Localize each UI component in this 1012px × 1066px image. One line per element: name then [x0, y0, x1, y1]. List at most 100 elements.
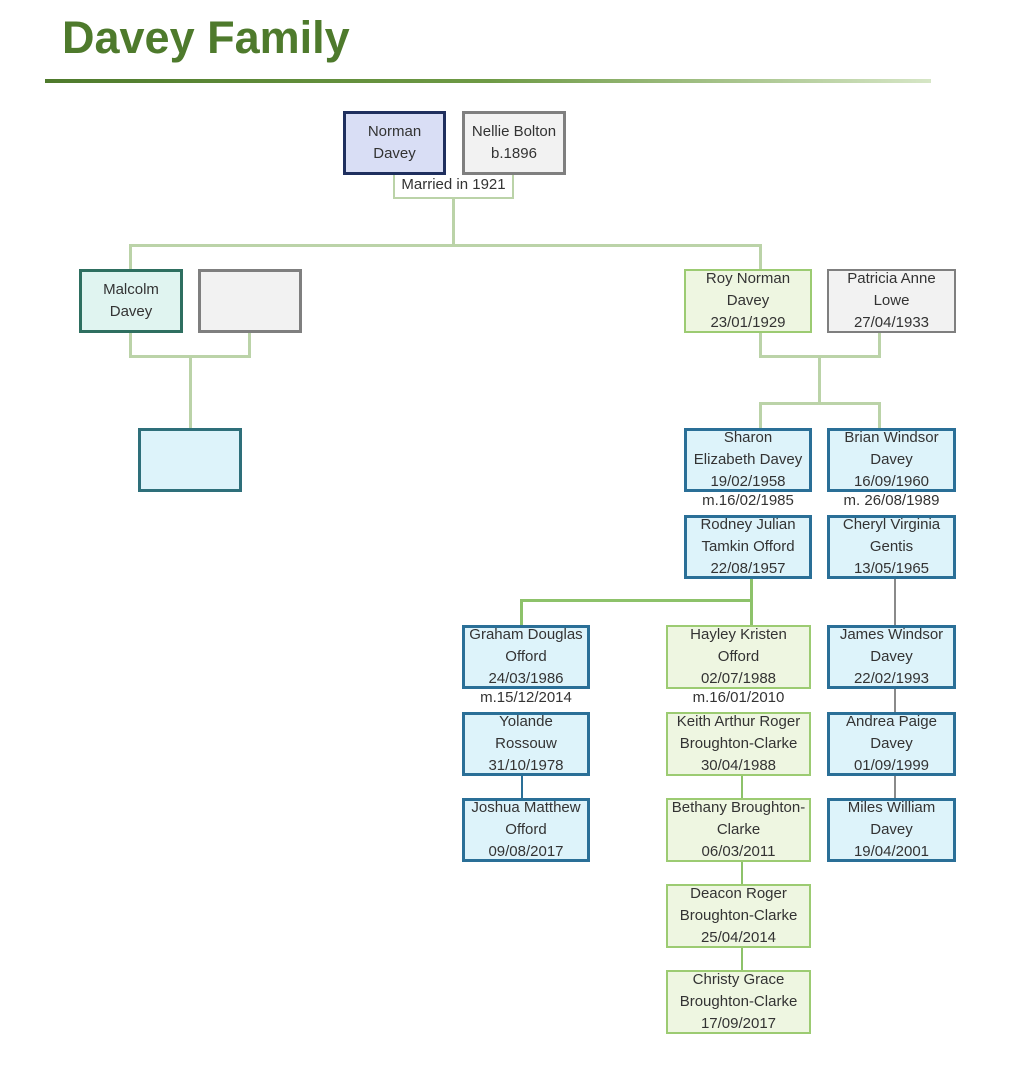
person-name: Davey [870, 648, 913, 665]
person-birth: 22/08/1957 [710, 560, 786, 577]
marriage-label: m.16/02/1985 [702, 492, 794, 509]
person-name: Patricia Anne [847, 270, 936, 287]
marriage-label: m.16/01/2010 [692, 689, 785, 706]
person-nellie-bolton[interactable]: Nellie Bolton b.1896 [462, 111, 566, 175]
person-name: Davey [109, 303, 153, 320]
person-name: Yolande [499, 713, 553, 730]
person-name: Clarke [716, 821, 761, 838]
person-name: James Windsor [839, 626, 944, 643]
person-name: Deacon Roger [690, 885, 787, 902]
person-birth: 02/07/1988 [700, 670, 777, 687]
person-name: Rossouw [495, 735, 557, 752]
person-birth: 16/09/1960 [853, 473, 930, 490]
person-birth: 09/08/2017 [488, 843, 564, 860]
connector-line [759, 244, 762, 270]
person-birth: 01/09/1999 [853, 757, 930, 774]
person-name: Offord [505, 648, 547, 665]
connector-line [741, 947, 743, 971]
person-birth: 23/01/1929 [710, 314, 786, 331]
person-joshua-offord[interactable]: Joshua Matthew Offord 09/08/2017 [462, 798, 590, 862]
person-name: Keith Arthur Roger [676, 713, 801, 730]
person-birth: 31/10/1978 [488, 757, 564, 774]
person-brian-davey[interactable]: Brian Windsor Davey 16/09/1960 [827, 428, 956, 492]
person-name: Brian Windsor [844, 429, 939, 446]
person-andrea-davey[interactable]: Andrea Paige Davey 01/09/1999 [827, 712, 956, 776]
person-name: Offord [505, 821, 547, 838]
person-bethany-broughton-clarke[interactable]: Bethany Broughton- Clarke 06/03/2011 [666, 798, 811, 862]
person-name: Tamkin Offord [701, 538, 795, 555]
connector-line [129, 244, 762, 247]
person-malcolm-davey[interactable]: Malcolm Davey [79, 269, 183, 333]
person-name: Broughton-Clarke [679, 993, 798, 1010]
person-norman-davey[interactable]: Norman Davey [343, 111, 446, 175]
person-name: Gentis [869, 538, 914, 555]
person-name: Davey [373, 145, 416, 162]
person-name: Rodney Julian [700, 516, 796, 533]
person-birth: 13/05/1965 [853, 560, 930, 577]
person-keith-broughton-clarke[interactable]: Keith Arthur Roger Broughton-Clarke 30/0… [666, 712, 811, 776]
person-name: Graham Douglas [469, 626, 583, 643]
connector-line [894, 578, 896, 626]
marriage-label: Married in 1921 [393, 175, 514, 199]
person-birth: 22/02/1993 [853, 670, 930, 687]
person-patricia-lowe[interactable]: Patricia Anne Lowe 27/04/1933 [827, 269, 956, 333]
person-empty-child[interactable] [138, 428, 242, 492]
connector-line [520, 599, 523, 626]
person-birth: b.1896 [491, 145, 537, 162]
person-name: Broughton-Clarke [679, 735, 798, 752]
person-rodney-offord[interactable]: Rodney Julian Tamkin Offord 22/08/1957 [684, 515, 812, 579]
connector-line [759, 332, 762, 357]
marriage-label: m. 26/08/1989 [843, 492, 940, 509]
connector-line [129, 244, 132, 270]
person-name: Cheryl Virginia [842, 516, 941, 533]
connector-line [750, 578, 753, 626]
person-birth: 27/04/1933 [853, 314, 930, 331]
connector-line [759, 402, 881, 405]
person-deacon-broughton-clarke[interactable]: Deacon Roger Broughton-Clarke 25/04/2014 [666, 884, 811, 948]
person-name: Christy Grace [692, 971, 785, 988]
person-name: Lowe [873, 292, 910, 309]
person-birth: 17/09/2017 [700, 1015, 777, 1032]
person-roy-davey[interactable]: Roy Norman Davey 23/01/1929 [684, 269, 812, 333]
connector-line [878, 332, 881, 357]
person-cheryl-gentis[interactable]: Cheryl Virginia Gentis 13/05/1965 [827, 515, 956, 579]
person-name: Nellie Bolton [471, 123, 557, 140]
person-christy-broughton-clarke[interactable]: Christy Grace Broughton-Clarke 17/09/201… [666, 970, 811, 1034]
connector-line [759, 402, 762, 429]
person-name: Bethany Broughton- [671, 799, 806, 816]
person-name: Sharon [723, 429, 773, 446]
connector-line [818, 355, 821, 404]
connector-line [189, 355, 192, 429]
person-name: Davey [726, 292, 770, 309]
person-hayley-offord[interactable]: Hayley Kristen Offord 02/07/1988 [666, 625, 811, 689]
connector-line [129, 332, 132, 357]
person-sharon-davey[interactable]: Sharon Elizabeth Davey 19/02/1958 [684, 428, 812, 492]
connector-line [894, 775, 896, 799]
person-name: Norman [367, 123, 422, 140]
person-name: Joshua Matthew [471, 799, 581, 816]
person-name: Davey [870, 451, 913, 468]
person-name: Hayley Kristen [690, 626, 787, 643]
person-birth: 25/04/2014 [700, 929, 777, 946]
person-name: Offord [717, 648, 760, 665]
connector-line [521, 775, 523, 799]
person-james-davey[interactable]: James Windsor Davey 22/02/1993 [827, 625, 956, 689]
person-name: Davey [870, 821, 913, 838]
person-birth: 30/04/1988 [700, 757, 777, 774]
page-title: Davey Family [62, 12, 350, 63]
person-name: Broughton-Clarke [679, 907, 798, 924]
connector-line [878, 402, 881, 429]
person-empty-spouse[interactable] [198, 269, 302, 333]
person-name: Davey [870, 735, 913, 752]
marriage-label: m.15/12/2014 [480, 689, 572, 706]
connector-line [741, 861, 743, 885]
person-birth: 19/04/2001 [853, 843, 930, 860]
person-yolande-rossouw[interactable]: Yolande Rossouw 31/10/1978 [462, 712, 590, 776]
person-miles-davey[interactable]: Miles William Davey 19/04/2001 [827, 798, 956, 862]
person-name: Elizabeth Davey [693, 451, 803, 468]
person-graham-offord[interactable]: Graham Douglas Offord 24/03/1986 [462, 625, 590, 689]
connector-line [741, 775, 743, 799]
person-birth: 19/02/1958 [710, 473, 786, 490]
person-name: Andrea Paige [846, 713, 937, 730]
